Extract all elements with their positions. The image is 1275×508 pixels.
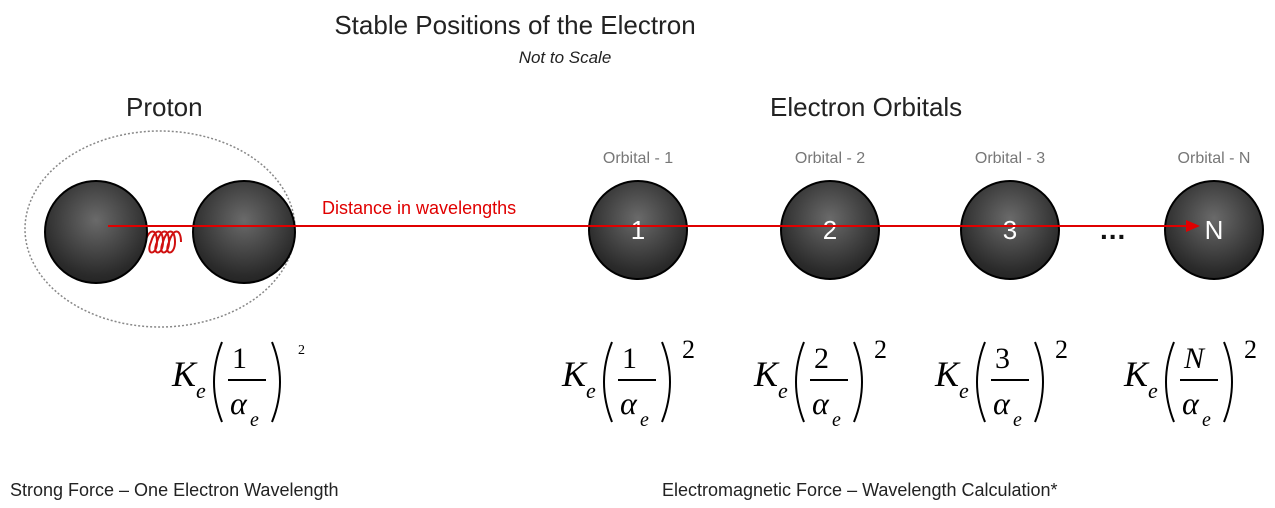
formula-alpha-subscript: e bbox=[1013, 409, 1022, 431]
formula-k: K bbox=[171, 354, 198, 394]
arrow-head-icon bbox=[1186, 220, 1200, 232]
left-paren-icon bbox=[603, 341, 613, 423]
formula-exponent: 2 bbox=[874, 335, 887, 364]
right-paren-icon bbox=[1223, 341, 1233, 423]
formula-alpha: α bbox=[993, 385, 1011, 421]
orbital-label-n: Orbital - N bbox=[1177, 150, 1251, 167]
left-paren-icon bbox=[213, 341, 223, 423]
orbital-label-1: Orbital - 1 bbox=[602, 150, 674, 167]
ellipsis: ... bbox=[1100, 214, 1127, 245]
formula-k: K bbox=[753, 354, 780, 394]
orbitals-label: Electron Orbitals bbox=[770, 92, 963, 122]
formula-alpha-subscript: e bbox=[832, 409, 841, 431]
right-paren-icon bbox=[661, 341, 671, 423]
right-paren-icon bbox=[271, 341, 281, 423]
left-paren-icon bbox=[1165, 341, 1175, 423]
left-paren-icon bbox=[976, 341, 986, 423]
formula-exponent: 2 bbox=[682, 335, 695, 364]
distance-arrow-label: Distance in wavelengths bbox=[322, 198, 517, 218]
orbital-ball-2: 2 bbox=[780, 180, 880, 280]
left-paren-icon bbox=[795, 341, 805, 423]
formula-k: K bbox=[561, 354, 588, 394]
formula-alpha-subscript: e bbox=[250, 409, 259, 431]
formula-k-subscript: e bbox=[196, 378, 206, 403]
caption-electromagnetic-force: Electromagnetic Force – Wavelength Calcu… bbox=[662, 480, 1058, 500]
orbital-label-3: Orbital - 3 bbox=[974, 150, 1046, 167]
orbital-label-2: Orbital - 2 bbox=[794, 150, 866, 167]
proton-quark-right bbox=[192, 180, 296, 284]
spring-icon bbox=[144, 230, 182, 254]
orbital-ball-3: 3 bbox=[960, 180, 1060, 280]
formula-k: K bbox=[1123, 354, 1150, 394]
formula-exponent: 2 bbox=[1244, 335, 1257, 364]
formula-numerator: N bbox=[1183, 342, 1206, 375]
proton-label: Proton bbox=[126, 92, 203, 122]
formula-exponent: 2 bbox=[298, 343, 305, 358]
formula-alpha: α bbox=[620, 385, 638, 421]
formula-numerator: 1 bbox=[232, 342, 247, 375]
orbital-number: 1 bbox=[630, 214, 646, 245]
formula-k: K bbox=[934, 354, 961, 394]
formula-alpha: α bbox=[230, 385, 248, 421]
formula-alpha-subscript: e bbox=[640, 409, 649, 431]
formula-alpha-subscript: e bbox=[1202, 409, 1211, 431]
orbital-ball-1: 1 bbox=[588, 180, 688, 280]
orbital-number: 2 bbox=[822, 214, 838, 245]
right-paren-icon bbox=[1034, 341, 1044, 423]
right-paren-icon bbox=[853, 341, 863, 423]
diagram-title: Stable Positions of the Electron bbox=[334, 10, 696, 40]
distance-arrow bbox=[108, 220, 1200, 232]
formula-exponent: 2 bbox=[1055, 335, 1068, 364]
formula-k-subscript: e bbox=[586, 378, 596, 403]
formula-k-subscript: e bbox=[1148, 378, 1158, 403]
formula-alpha: α bbox=[1182, 385, 1200, 421]
formula-alpha: α bbox=[812, 385, 830, 421]
diagram-subtitle: Not to Scale bbox=[518, 48, 612, 67]
caption-strong-force: Strong Force – One Electron Wavelength bbox=[10, 480, 339, 500]
orbital-number: N bbox=[1204, 214, 1224, 245]
formula-k-subscript: e bbox=[959, 378, 969, 403]
orbital-number: 3 bbox=[1002, 214, 1018, 245]
proton-quark-left bbox=[44, 180, 148, 284]
formula-k-subscript: e bbox=[778, 378, 788, 403]
orbital-ball-n: N bbox=[1164, 180, 1264, 280]
formula-numerator: 2 bbox=[814, 342, 829, 375]
formula-numerator: 3 bbox=[995, 342, 1010, 375]
formula-numerator: 1 bbox=[622, 342, 637, 375]
